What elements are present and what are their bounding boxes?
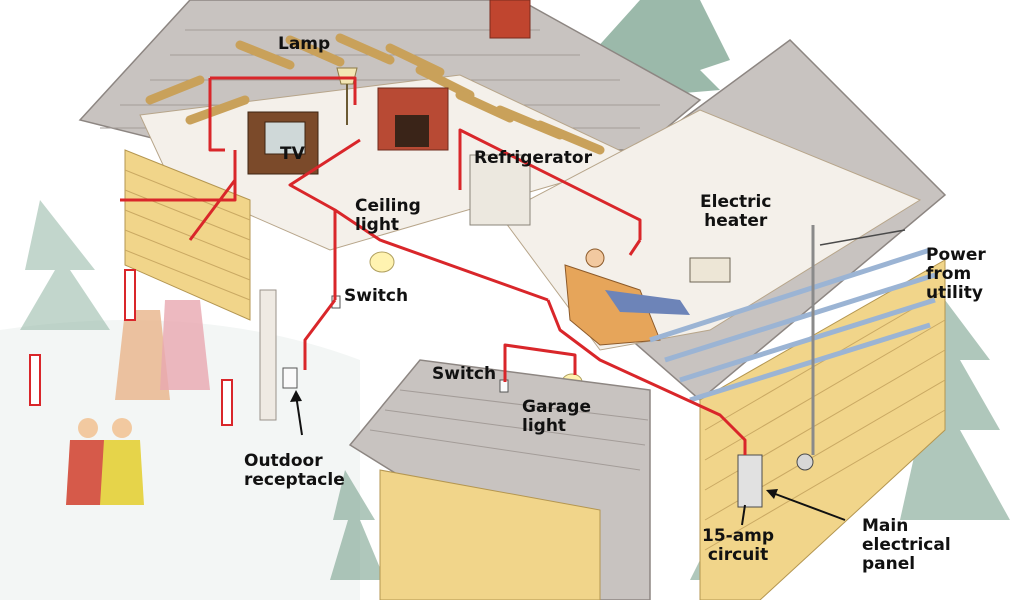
main-panel-box xyxy=(738,455,762,507)
label-ceiling-light-line2: light xyxy=(355,216,421,235)
electric-heater-drawing xyxy=(690,258,730,282)
label-tv: TV xyxy=(280,145,305,164)
label-power-from-utility: Power from utility xyxy=(926,246,986,303)
label-main-line1: Main xyxy=(862,517,951,536)
label-main-line2: electrical xyxy=(862,536,951,555)
label-garage-light-line1: Garage xyxy=(522,398,591,417)
label-lamp: Lamp xyxy=(278,35,330,54)
label-power-line3: utility xyxy=(926,284,986,303)
label-refrigerator: Refrigerator xyxy=(474,149,592,168)
label-electric-heater-line1: Electric xyxy=(700,193,771,212)
label-outdoor-receptacle: Outdoor receptacle xyxy=(244,452,345,490)
label-circuit-line1: 15-amp xyxy=(702,527,774,546)
label-ceiling-light-line1: Ceiling xyxy=(355,197,421,216)
label-garage-light-line2: light xyxy=(522,417,591,436)
label-power-line2: from xyxy=(926,265,986,284)
porch-post xyxy=(260,290,276,420)
label-main-line3: panel xyxy=(862,555,951,574)
fireplace-opening xyxy=(395,115,429,147)
label-ceiling-light: Ceiling light xyxy=(355,197,421,235)
label-outdoor-line1: Outdoor xyxy=(244,452,345,471)
label-switch-upper: Switch xyxy=(344,287,408,306)
label-outdoor-line2: receptacle xyxy=(244,471,345,490)
label-electric-heater: Electric heater xyxy=(700,193,771,231)
label-circuit-line2: circuit xyxy=(702,546,774,565)
label-switch-lower: Switch xyxy=(432,365,496,384)
electric-meter xyxy=(797,454,813,470)
label-main-electrical-panel: Main electrical panel xyxy=(862,517,951,574)
label-power-line1: Power xyxy=(926,246,986,265)
chimney xyxy=(490,0,530,38)
outdoor-receptacle-box xyxy=(283,368,297,388)
label-garage-light: Garage light xyxy=(522,398,591,436)
label-15-amp-circuit: 15-amp circuit xyxy=(702,527,774,565)
label-electric-heater-line2: heater xyxy=(700,212,771,231)
ceiling-light-fixture xyxy=(370,252,394,272)
